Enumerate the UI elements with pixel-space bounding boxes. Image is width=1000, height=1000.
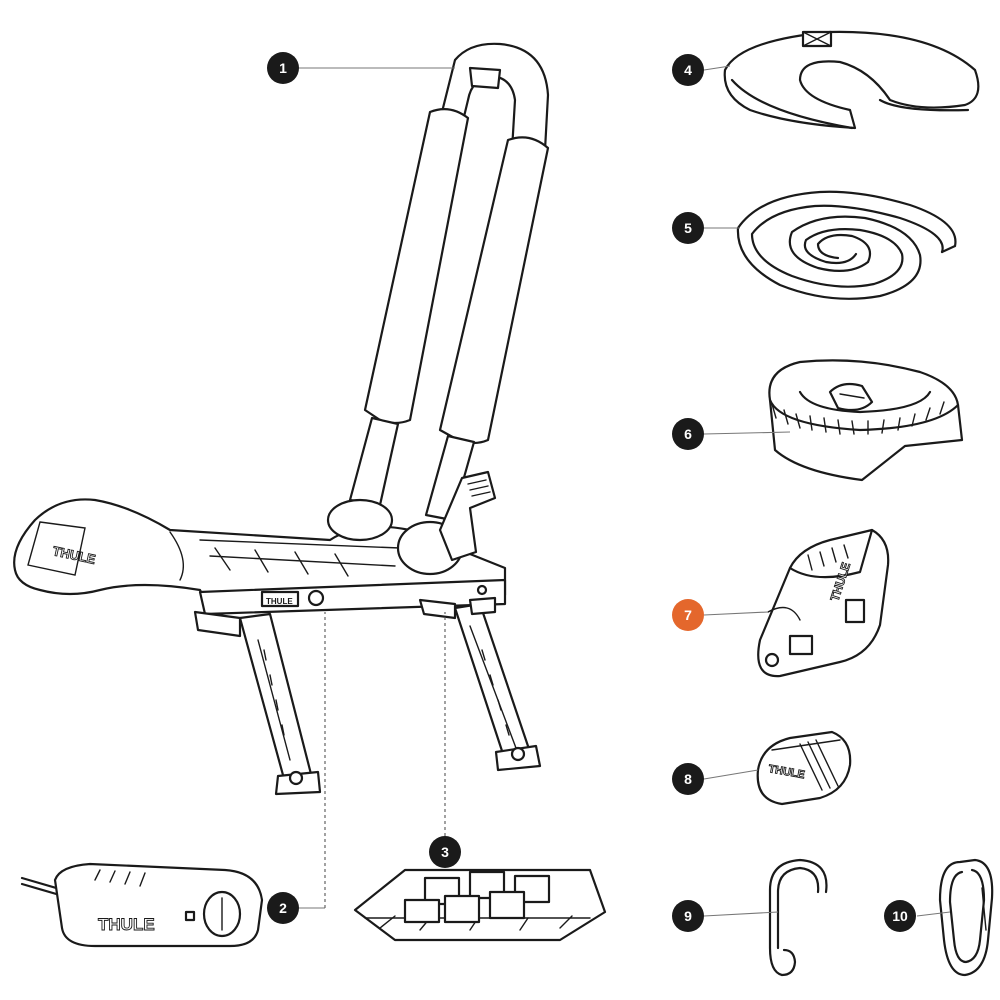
badge-2: 2 (267, 892, 299, 924)
badge-5-label: 5 (684, 220, 692, 236)
badge-2-label: 2 (279, 900, 287, 916)
part-2-lock-cover: THULE (20, 862, 264, 948)
part-7-buckle-clip: THULE (757, 528, 890, 678)
badge-3: 3 (429, 836, 461, 868)
badge-8: 8 (672, 763, 704, 795)
thule-logo-lock: THULE (98, 915, 155, 934)
part-3-base-plate (353, 868, 607, 942)
badge-9-label: 9 (684, 908, 692, 924)
badge-8-label: 8 (684, 771, 692, 787)
part-1-kayak-carrier: THULE THULE (13, 42, 550, 796)
badge-7-label: 7 (684, 607, 692, 623)
badge-4: 4 (672, 54, 704, 86)
badge-4-label: 4 (684, 62, 692, 78)
badge-9: 9 (672, 900, 704, 932)
part-8-end-cap: THULE (756, 730, 852, 806)
badge-10: 10 (884, 900, 916, 932)
part-9-s-hook (768, 858, 828, 977)
badge-1: 1 (267, 52, 299, 84)
part-4-strap-loop (723, 30, 980, 130)
part-10-carabiner (938, 858, 994, 977)
badge-7: 7 (672, 599, 704, 631)
leader-lines (298, 65, 951, 917)
badge-10-label: 10 (892, 908, 908, 924)
badge-6: 6 (672, 418, 704, 450)
badge-3-label: 3 (441, 844, 449, 860)
badge-1-label: 1 (279, 60, 287, 76)
part-6-coiled-strap (768, 359, 964, 482)
part-5-coiled-rope (736, 190, 957, 300)
thule-logo-rail: THULE (266, 597, 293, 606)
badge-6-label: 6 (684, 426, 692, 442)
badge-5: 5 (672, 212, 704, 244)
